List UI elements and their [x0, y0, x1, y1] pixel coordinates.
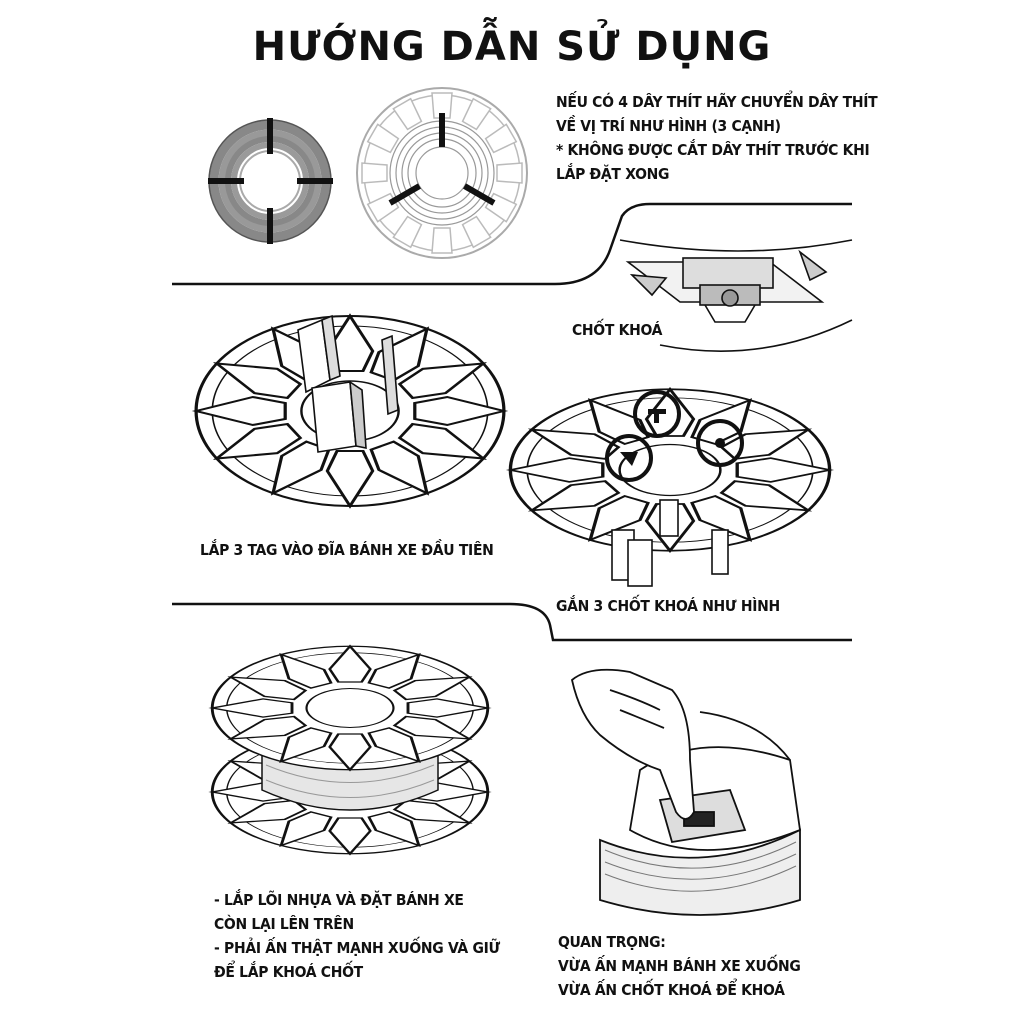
- step4-line: - LẮP LÕI NHỰA VÀ ĐẶT BÁNH XE: [214, 891, 464, 909]
- step5-line: QUAN TRỌNG:: [558, 933, 666, 951]
- step1-line: VỀ VỊ TRÍ NHƯ HÌNH (3 CẠNH): [556, 117, 781, 135]
- divider-middle: [172, 602, 852, 642]
- coil-four-ties-image: [208, 118, 333, 244]
- page-title: HƯỚNG DẪN SỬ DỤNG: [252, 24, 772, 70]
- step5-line: VỪA ẤN CHỐT KHOÁ ĐỂ KHOÁ: [558, 981, 785, 999]
- lock-pin-marks: [620, 409, 725, 466]
- divider-top: [172, 202, 852, 286]
- step4-line: - PHẢI ẤN THẬT MẠNH XUỐNG VÀ GIỮ: [214, 939, 500, 957]
- finger-press-image: [571, 668, 801, 916]
- wheel-three-ties-image: [356, 87, 528, 259]
- assembled-spool-image: [210, 644, 490, 856]
- lock-pins-wheel-image: [508, 387, 832, 553]
- step4-instructions: - LẮP LÕI NHỰA VÀ ĐẶT BÁNH XE CÒN LẠI LÊ…: [214, 888, 500, 984]
- step4-line: ĐỂ LẮP KHOÁ CHỐT: [214, 963, 363, 981]
- lock-closeup-image: [619, 239, 853, 352]
- highlight-circles: [605, 390, 744, 482]
- step1-line: NẾU CÓ 4 DÂY THÍT HÃY CHUYỂN DÂY THÍT: [556, 93, 878, 111]
- step1-line: LẮP ĐẶT XONG: [556, 165, 670, 183]
- step2-caption: LẮP 3 TAG VÀO ĐĨA BÁNH XE ĐẦU TIÊN: [200, 541, 494, 559]
- tag-pieces: [297, 314, 399, 453]
- lock-pin-legs: [611, 499, 729, 587]
- lock-label: CHỐT KHOÁ: [572, 321, 663, 339]
- step5-instructions: QUAN TRỌNG: VỪA ẤN MẠNH BÁNH XE XUỐNG VỪ…: [558, 930, 801, 1002]
- step1-instructions: NẾU CÓ 4 DÂY THÍT HÃY CHUYỂN DÂY THÍT VỀ…: [556, 90, 878, 186]
- step4-line: CÒN LẠI LÊN TRÊN: [214, 915, 354, 933]
- step5-line: VỪA ẤN MẠNH BÁNH XE XUỐNG: [558, 957, 801, 975]
- step1-line: * KHÔNG ĐƯỢC CẮT DÂY THÍT TRƯỚC KHI: [556, 141, 870, 159]
- step3-caption: GẮN 3 CHỐT KHOÁ NHƯ HÌNH: [556, 597, 780, 615]
